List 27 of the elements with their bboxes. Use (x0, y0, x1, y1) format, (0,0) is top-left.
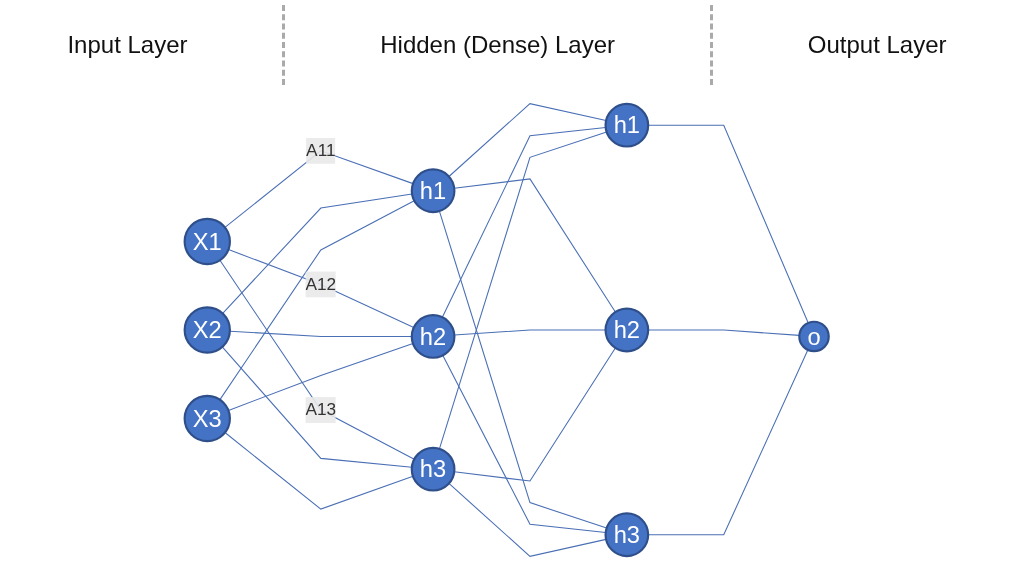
connector (228, 249, 415, 329)
node-circle: h1 (411, 168, 456, 214)
connector (228, 342, 414, 411)
layer-heading: Hidden (Dense) Layer (379, 31, 617, 59)
layer-heading: Output Layer (806, 31, 948, 59)
node-circle: X2 (183, 306, 232, 354)
node-circle: h3 (411, 446, 456, 492)
connector (222, 346, 413, 468)
connector (219, 259, 416, 460)
node-circle: o (798, 320, 831, 353)
node-circle: X1 (183, 217, 232, 266)
connector (448, 103, 607, 178)
connector (454, 178, 617, 313)
connector (448, 482, 607, 557)
node-circle: X3 (183, 394, 232, 443)
connector (224, 432, 414, 510)
connector (219, 200, 416, 401)
node-circle: h2 (411, 314, 456, 359)
edge-label: A13 (305, 400, 337, 419)
node-circle: h1 (604, 102, 650, 148)
edge-label: A11 (306, 141, 336, 160)
connector (222, 193, 413, 314)
node-circle: h2 (604, 307, 650, 353)
node-circle: h3 (604, 512, 650, 558)
layer-heading: Input Layer (66, 31, 189, 59)
connector (454, 347, 617, 482)
edge-label: A12 (305, 274, 337, 294)
